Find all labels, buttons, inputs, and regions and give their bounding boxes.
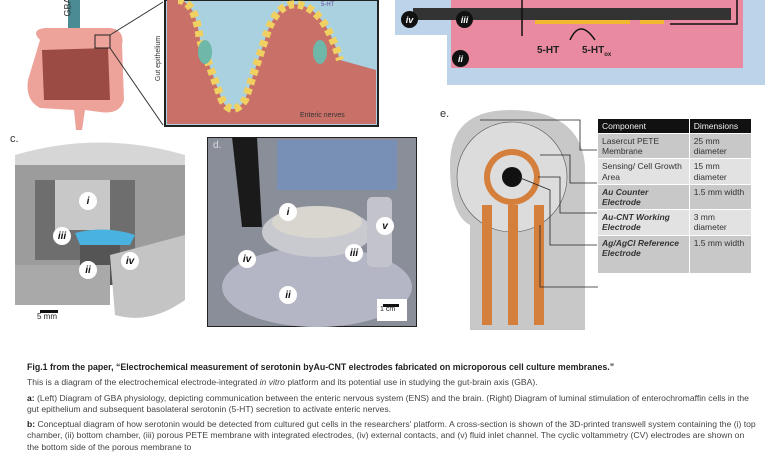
transwell-cross-section — [395, 0, 765, 85]
oxidized-sub: ox — [604, 52, 612, 58]
oxidized-serotonin-text: 5-HTox — [582, 45, 611, 58]
caption-title: Fig.1 from the paper, “Electrochemical m… — [27, 362, 615, 372]
header-dimensions: Dimensions — [688, 118, 753, 134]
label-iii: iii — [53, 227, 71, 245]
intro-text: This is a diagram of the electrochemical… — [27, 377, 260, 388]
label-iii: iii — [345, 244, 363, 262]
serotonin-text: 5-HT — [537, 45, 560, 56]
caption-intro: This is a diagram of the electrochemical… — [27, 377, 757, 388]
component-cell: Au-CNT Working Electrode — [597, 209, 690, 236]
label-iii: iii — [456, 11, 473, 28]
oxidized-main: 5-HT — [582, 45, 605, 56]
label-i: i — [279, 203, 297, 221]
dimension-cell: 3 mm diameter — [688, 209, 753, 236]
transwell-3d-render — [15, 142, 185, 318]
caption-a-key: a: — [27, 392, 35, 403]
scale-bar-1cm: 1 cm — [380, 306, 396, 313]
gut-epithelium-label: Gut epithelium — [155, 35, 163, 82]
panel-d-letter: d. — [213, 140, 222, 151]
header-component: Component — [597, 118, 690, 134]
caption-a-text: (Left) Diagram of GBA physiology, depict… — [27, 392, 749, 414]
label-iv: iv — [238, 250, 256, 268]
caption-b-text: Conceptual diagram of how serotonin woul… — [27, 419, 756, 452]
intro-italic: in vitro — [259, 377, 285, 388]
label-ii: ii — [279, 286, 297, 304]
enteric-nerves-label: Enteric nerves — [300, 112, 345, 119]
component-cell: Sensing/ Cell Growth Area — [597, 158, 690, 185]
dimension-cell: 1.5 mm width — [688, 234, 753, 274]
scale-bar-5mm: 5 mm — [37, 312, 57, 321]
intro-text-end: platform and its potential use in studyi… — [284, 377, 538, 388]
gut-brain-illustration — [27, 0, 379, 130]
gba-label: GBA — [62, 0, 73, 17]
membrane-electrode-diagram — [450, 110, 598, 330]
label-ii: ii — [79, 261, 97, 279]
component-table: Component Dimensions Lasercut PETE Membr… — [597, 118, 753, 274]
label-iv: iv — [401, 11, 418, 28]
dimension-cell: 15 mm diameter — [688, 158, 753, 185]
serotonin-label: 5-HT — [321, 2, 335, 8]
figure-caption: Fig.1 from the paper, “Electrochemical m… — [27, 362, 757, 457]
panel-e-letter: e. — [440, 108, 450, 120]
label-iv: iv — [121, 252, 139, 270]
dimension-cell: 1.5 mm width — [688, 183, 753, 211]
label-ii: ii — [452, 50, 469, 67]
panel-c-letter: c. — [10, 133, 19, 145]
dimension-cell: 25 mm diameter — [688, 132, 753, 160]
component-cell: Au Counter Electrode — [597, 183, 690, 211]
label-i: i — [79, 192, 97, 210]
component-cell: Lasercut PETE Membrane — [597, 132, 690, 160]
caption-a: a: (Left) Diagram of GBA physiology, dep… — [27, 393, 757, 416]
component-cell: Ag/AgCl Reference Electrode — [597, 234, 690, 274]
caption-b: b: Conceptual diagram of how serotonin w… — [27, 419, 757, 453]
caption-b-key: b: — [27, 419, 36, 430]
label-v: v — [376, 217, 394, 235]
